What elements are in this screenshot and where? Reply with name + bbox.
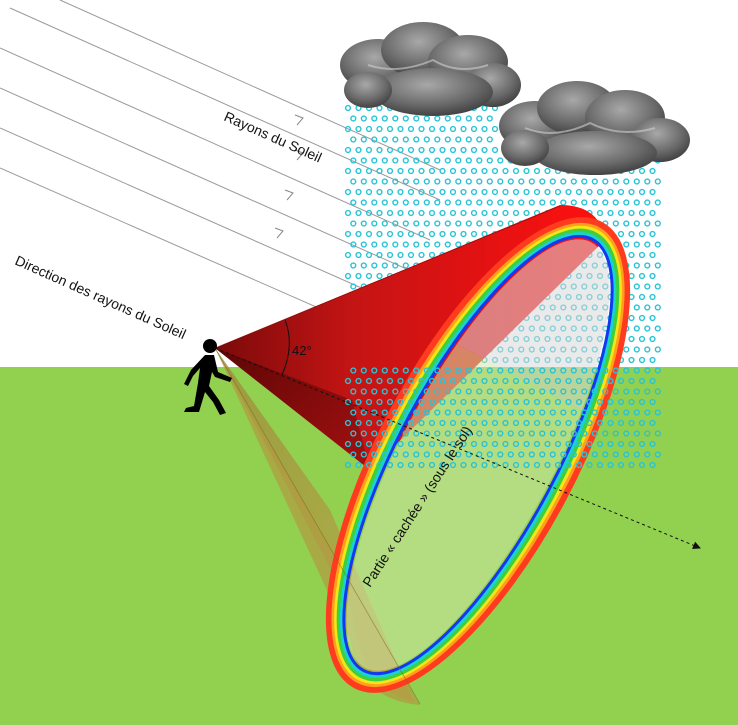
cloud-icon <box>340 22 690 175</box>
walking-person-icon <box>184 339 232 415</box>
angle-arc <box>281 319 290 376</box>
angle-label: 42° <box>292 343 312 358</box>
visible-cone-inner <box>215 348 370 470</box>
rain-drops-ground <box>344 367 661 469</box>
sun-ray-arrowheads <box>274 114 304 239</box>
cone-upper-edge <box>214 205 561 349</box>
cone-lower-edge <box>214 347 421 705</box>
rainbow-ring <box>325 217 631 693</box>
